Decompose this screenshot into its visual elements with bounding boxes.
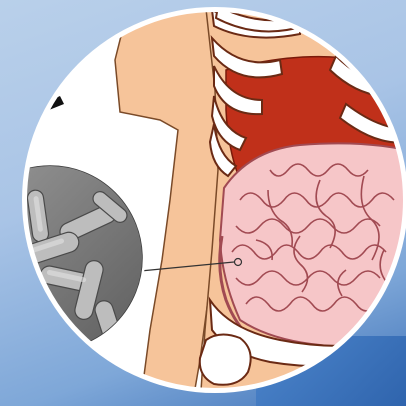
sternum bbox=[300, 0, 336, 28]
hip-bone bbox=[200, 334, 251, 384]
hip-bone-right bbox=[300, 365, 346, 406]
